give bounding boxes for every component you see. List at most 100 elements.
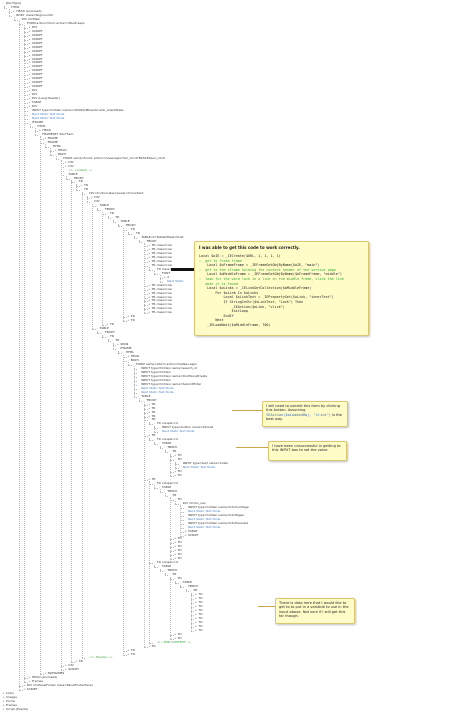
collapse-icon[interactable]: - (174, 457, 176, 462)
tree-node[interactable]: -TBODY (101, 207, 115, 212)
tree-node[interactable]: -DIV (90, 200, 99, 204)
tree-node[interactable]: -TABLE (96, 203, 109, 208)
collapse-icon[interactable]: - (143, 238, 145, 243)
collapse-icon[interactable]: - (101, 330, 103, 335)
tree-node[interactable]: -HTML (33, 124, 45, 129)
tree-node[interactable]: -TABLE (158, 485, 171, 490)
tree-node[interactable]: +TR class=row (148, 307, 172, 311)
tree-node[interactable]: +SCRIPT (28, 56, 42, 62)
expand-icon[interactable]: + (173, 548, 177, 553)
tree-node[interactable]: -TR (168, 449, 176, 454)
tree-node[interactable]: -DIV id=div1class=panel id=Content (85, 192, 143, 196)
tree-node[interactable]: +DIV (90, 196, 100, 200)
tree-node[interactable]: +DIV id=PanelFooter class=PanelFooterPan… (23, 683, 93, 688)
tree-node[interactable]: -TABLE (64, 172, 77, 177)
expand-icon[interactable]: + (194, 611, 198, 616)
tree-node[interactable]: -FORM action=form.action=dfault.aspx (23, 20, 85, 26)
collapse-icon[interactable]: - (179, 580, 181, 585)
expand-icon[interactable]: + (28, 60, 31, 65)
expand-icon[interactable]: + (147, 290, 151, 295)
tree-node[interactable]: +TR (147, 413, 156, 419)
tree-node[interactable]: +SCRIPT (28, 84, 42, 89)
collapse-icon[interactable]: - (153, 266, 155, 271)
expand-icon[interactable]: + (173, 540, 177, 545)
expand-icon[interactable]: + (147, 476, 151, 481)
tree-node[interactable]: -DIV id=Main (18, 16, 41, 22)
collapse-icon[interactable]: - (23, 20, 25, 25)
tree-node[interactable]: -IFRAME (116, 346, 131, 351)
expand-icon[interactable]: + (127, 318, 130, 323)
collapse-icon[interactable]: - (60, 155, 62, 160)
tree-node[interactable]: +HEAD (54, 147, 66, 153)
expand-icon[interactable]: + (54, 147, 57, 152)
collapse-icon[interactable]: - (138, 235, 140, 240)
tree-node[interactable]: +TD (80, 184, 88, 188)
collapse-icon[interactable]: - (44, 139, 46, 144)
tree-node[interactable]: +TD (127, 652, 135, 657)
tree-node[interactable]: -TABLE (158, 564, 171, 569)
tree-node[interactable]: -TD (80, 188, 88, 192)
tree-node[interactable]: +TABLE (28, 100, 41, 105)
tree-node[interactable]: +TD (194, 596, 203, 601)
collapse-icon[interactable]: - (86, 191, 88, 196)
tree-node[interactable]: -TR (189, 588, 197, 593)
expand-icon[interactable]: + (28, 679, 31, 684)
collapse-icon[interactable]: - (164, 568, 166, 573)
tree-node[interactable]: +HEAD (38, 128, 51, 133)
tree-node[interactable]: -[DocType] (2, 1, 21, 6)
tree-node[interactable]: Next Static Text Node (179, 465, 215, 470)
tree-node[interactable]: +SCRIPT (28, 45, 42, 50)
tree-node[interactable]: +SCRIPT (28, 60, 42, 65)
tree-node[interactable]: -TABLE id=TableOfSearchList (137, 235, 183, 240)
tree-node[interactable]: -TBODY (101, 330, 115, 335)
collapse-icon[interactable]: - (138, 393, 140, 398)
collapse-icon[interactable]: - (127, 227, 129, 232)
tree-node[interactable]: INPUT type=hidden name=search_id (137, 366, 197, 371)
tree-node[interactable]: -TR (127, 227, 135, 232)
tree-node[interactable]: +SCRIPT (28, 36, 42, 42)
tree-node[interactable]: +TR (75, 660, 83, 664)
tree-node[interactable]: +SCRIPT (28, 77, 42, 81)
collapse-icon[interactable]: - (153, 480, 155, 485)
tree-node[interactable]: +DIV (64, 164, 74, 169)
tree-node[interactable]: +TR (148, 406, 156, 411)
expand-icon[interactable]: + (28, 36, 31, 41)
expand-icon[interactable]: + (147, 242, 151, 247)
expand-icon[interactable]: + (2, 699, 5, 704)
expand-icon[interactable]: + (147, 401, 151, 406)
tree-node[interactable]: +TABLE (184, 529, 197, 534)
tree-node[interactable]: -TR (148, 418, 156, 422)
tree-node[interactable]: +TD (174, 541, 182, 545)
tree-node[interactable]: -HTML (122, 350, 134, 355)
tree-node[interactable]: -TBODY (163, 445, 177, 450)
expand-icon[interactable]: + (43, 135, 47, 140)
tree-node[interactable]: -TABLE (116, 219, 129, 224)
expand-icon[interactable]: + (147, 306, 151, 311)
expand-icon[interactable]: + (147, 413, 151, 418)
tree-node[interactable]: +TD (194, 628, 203, 633)
tree-node[interactable]: -DIV id=div_nav (179, 500, 206, 506)
tree-node[interactable]: Next Static Text Node (184, 509, 220, 514)
collapse-icon[interactable]: - (101, 207, 103, 212)
expand-icon[interactable]: + (28, 56, 31, 61)
collapse-icon[interactable]: - (18, 16, 20, 21)
tree-node[interactable]: +TR class=row (147, 290, 172, 296)
tree-node[interactable]: -HTML (49, 144, 61, 149)
tree-node[interactable]: INPUT type=hidden name=hdnPages (184, 513, 244, 518)
tree-node[interactable]: +TD (194, 616, 203, 621)
tree-node[interactable]: +DIV (64, 160, 74, 165)
tree-node[interactable]: +TD (148, 644, 156, 649)
tree-node[interactable]: -TABLE (158, 441, 171, 446)
tree-node[interactable]: +TR class=row (148, 255, 172, 260)
collapse-icon[interactable]: - (179, 500, 181, 505)
tree-node[interactable]: +SCRIPT (28, 65, 42, 69)
expand-icon[interactable]: + (28, 675, 31, 680)
tree-node[interactable]: -TBODY (142, 238, 156, 244)
collapse-icon[interactable]: - (164, 445, 166, 450)
tree-node[interactable]: -TBODY (122, 223, 136, 228)
tree-node[interactable]: +TD (174, 545, 182, 549)
tree-node[interactable]: -FONT (158, 271, 170, 276)
expand-icon[interactable]: + (28, 80, 31, 85)
collapse-icon[interactable]: - (158, 564, 161, 569)
expand-icon[interactable]: + (28, 48, 31, 53)
